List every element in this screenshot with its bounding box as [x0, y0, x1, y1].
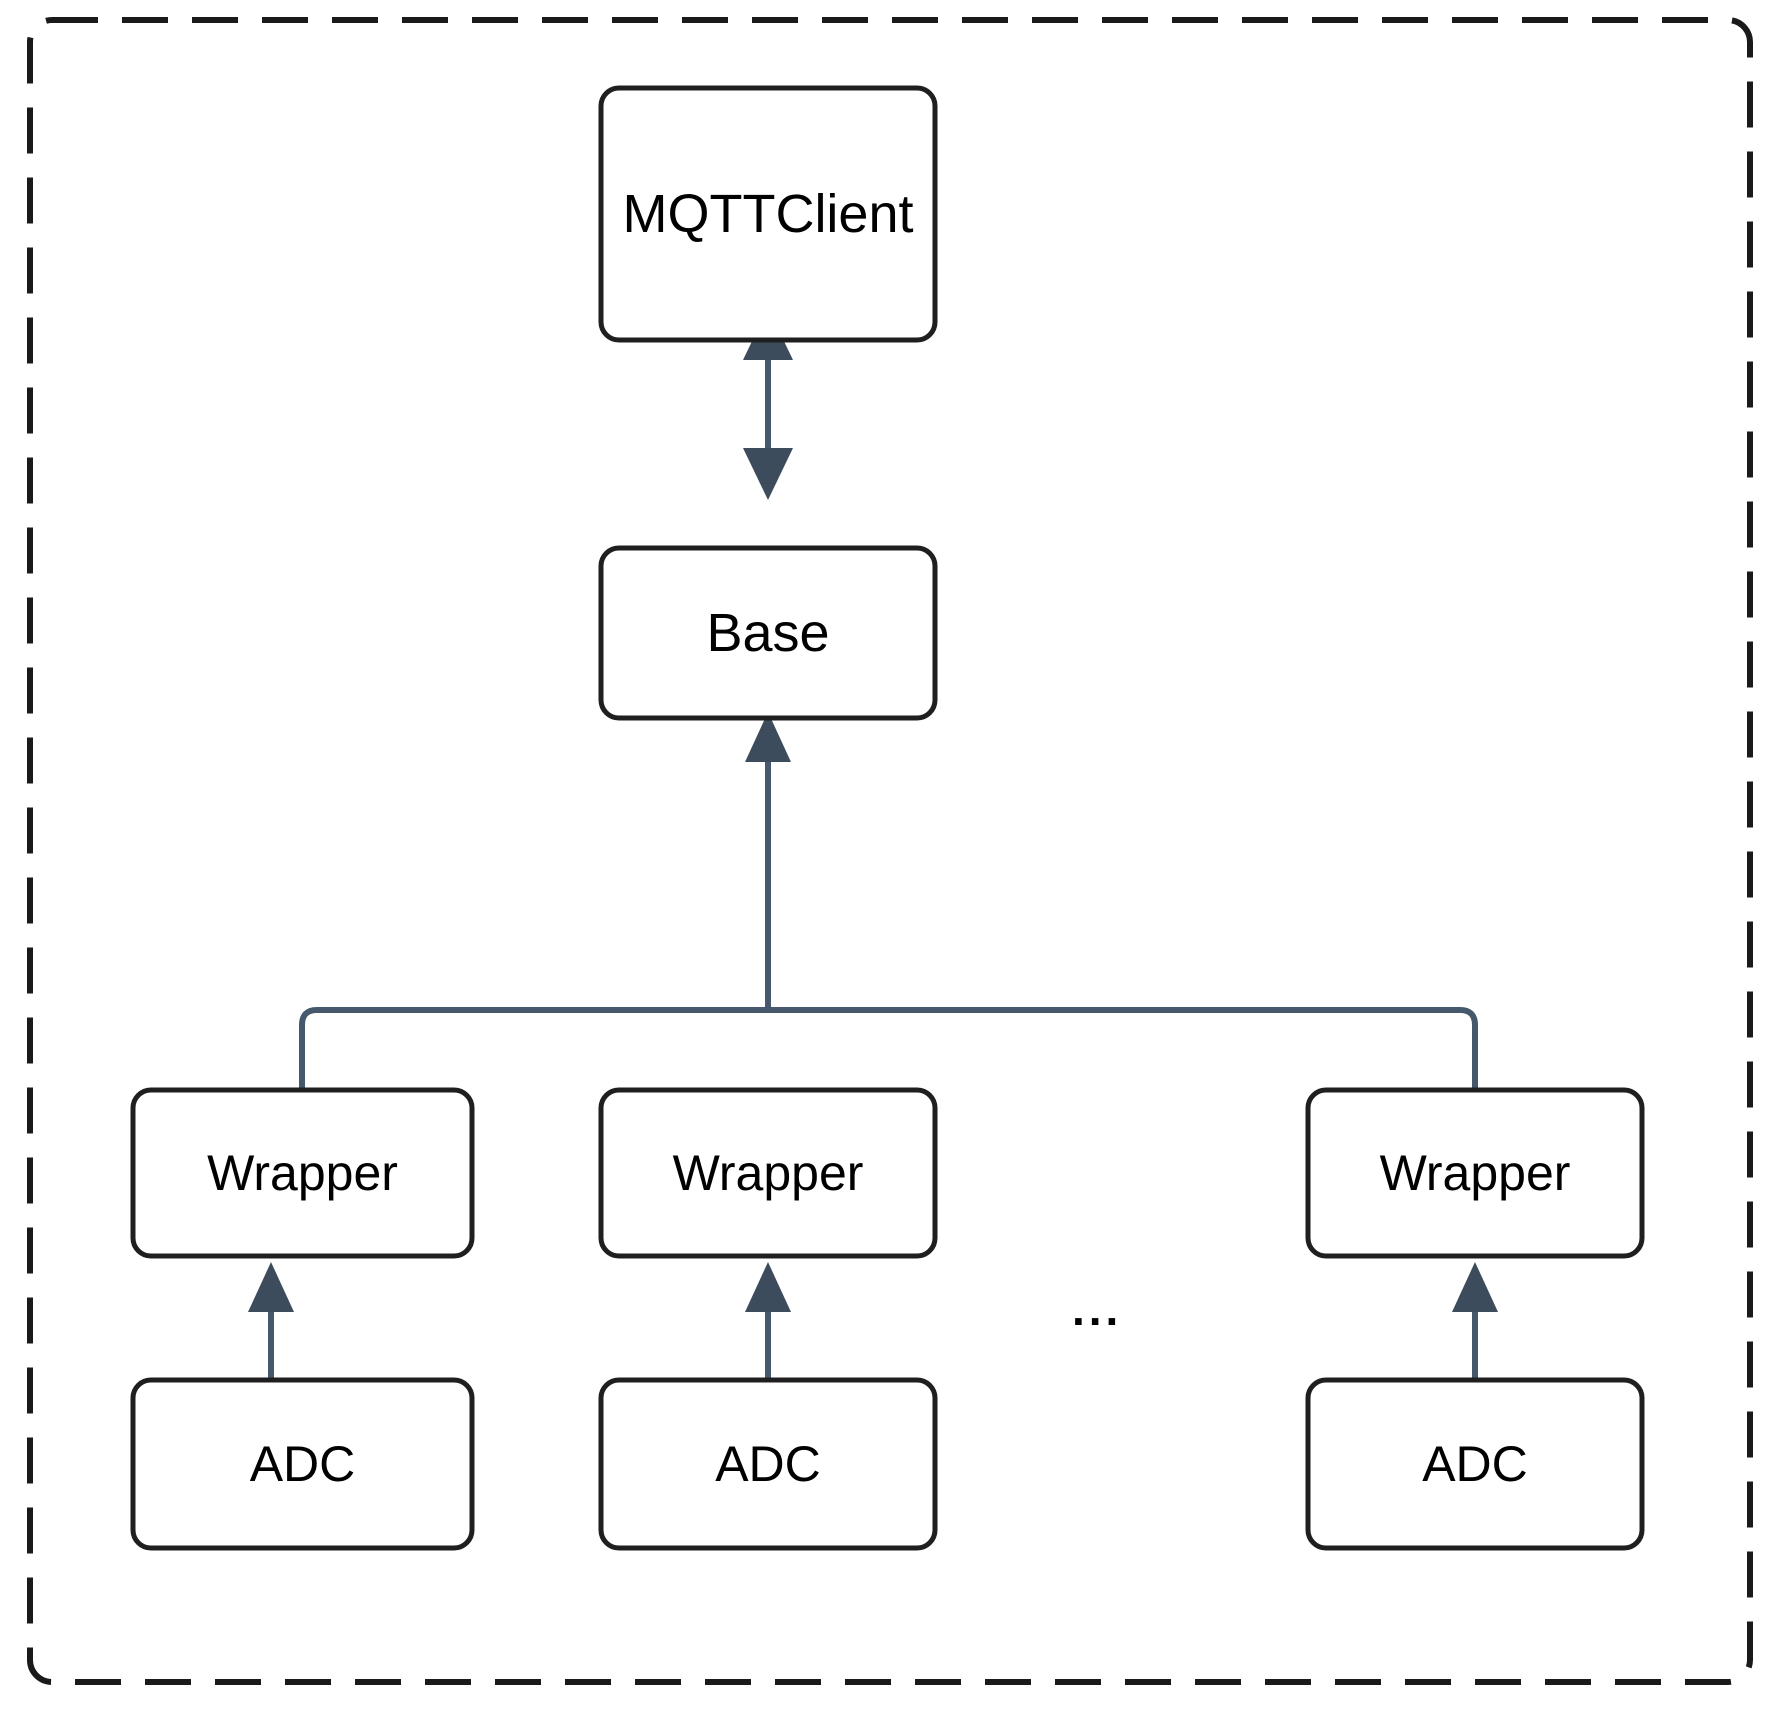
node-adc-1[interactable] — [130, 1377, 475, 1551]
node-base[interactable] — [598, 545, 938, 721]
ellipsis-annotation: ... — [1072, 1283, 1123, 1335]
dashed-boundary — [27, 17, 1753, 1685]
node-mqtt-client[interactable] — [598, 85, 938, 343]
edge-adc2-wrapper2 — [745, 1262, 791, 1380]
edge-base-mqtt — [743, 308, 793, 500]
edge-adc1-wrapper1 — [248, 1262, 294, 1380]
node-wrapper-1[interactable] — [130, 1087, 475, 1259]
edge-wrappers-base — [299, 712, 1478, 1090]
edge-adc3-wrapper3 — [1452, 1262, 1498, 1380]
node-wrapper-2[interactable] — [598, 1087, 938, 1259]
node-adc-3[interactable] — [1305, 1377, 1645, 1551]
node-wrapper-3[interactable] — [1305, 1087, 1645, 1259]
node-adc-2[interactable] — [598, 1377, 938, 1551]
